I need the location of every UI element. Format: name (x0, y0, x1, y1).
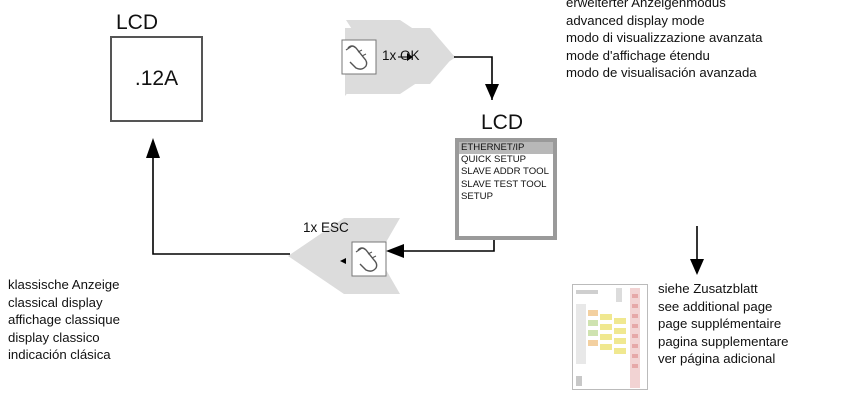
classic-line-en: classical display (8, 294, 103, 310)
lcd-menu-title: LCD (481, 111, 524, 134)
advanced-line-de: erweiterter Anzeigenmodus (566, 0, 726, 10)
advanced-line-it: modo di visualizzazione avanzata (566, 30, 763, 45)
additional-line-fr: page supplémentaire (658, 316, 782, 331)
ok-small-arrowhead (407, 53, 413, 61)
lcd-top-title: LCD (116, 11, 159, 34)
esc-small-arrowhead (340, 258, 346, 264)
additional-line-it: pagina supplementare (658, 333, 789, 349)
classic-line-de: klassische Anzeige (8, 277, 120, 292)
esc-label: 1x ESC (303, 220, 349, 235)
ok-connector-arrowhead (485, 84, 499, 100)
menu-item-setup: SETUP (461, 190, 493, 202)
advanced-line-fr: mode d'affichage étendu (566, 47, 710, 63)
advanced-line-es: modo de visualisación avanzada (566, 65, 757, 80)
lcd-menu-display: ETHERNET/IP QUICK SETUP SLAVE ADDR TOOL … (455, 138, 557, 240)
ok-connector-line (454, 56, 493, 100)
return-connector-arrowhead (146, 138, 160, 158)
additional-page-thumbnail (572, 284, 648, 390)
additional-page-arrowhead (690, 259, 704, 275)
menu-item-slave-test-tool: SLAVE TEST TOOL (461, 178, 547, 190)
menu-item-ethernet-ip: ETHERNET/IP (459, 142, 553, 155)
advanced-mode-text: erweiterter Anzeigenmodus advanced displ… (566, 0, 762, 82)
additional-line-es: ver página adicional (658, 351, 776, 366)
esc-connector-arrowhead (386, 244, 404, 258)
additional-line-de: siehe Zusatzblatt (658, 281, 758, 296)
hand-press-icon (340, 38, 378, 76)
menu-item-slave-addr-tool: SLAVE ADDR TOOL (461, 166, 549, 178)
classic-line-it: display classico (8, 329, 100, 345)
additional-page-text: siehe Zusatzblatt see additional page pa… (658, 280, 789, 368)
classic-line-es: indicación clásica (8, 347, 111, 362)
lcd-top-display: .12A (110, 36, 203, 122)
advanced-line-en: advanced display mode (566, 12, 705, 28)
ok-label: 1x OK (382, 48, 420, 63)
hand-press-icon-esc (350, 240, 388, 278)
classic-line-fr: affichage classique (8, 312, 120, 327)
return-connector-line (152, 157, 290, 255)
classic-mode-text: klassische Anzeige classical display aff… (8, 276, 120, 364)
additional-line-en: see additional page (658, 298, 773, 314)
menu-item-quick-setup: QUICK SETUP (461, 154, 527, 166)
lcd-top-value: .12A (134, 67, 179, 90)
